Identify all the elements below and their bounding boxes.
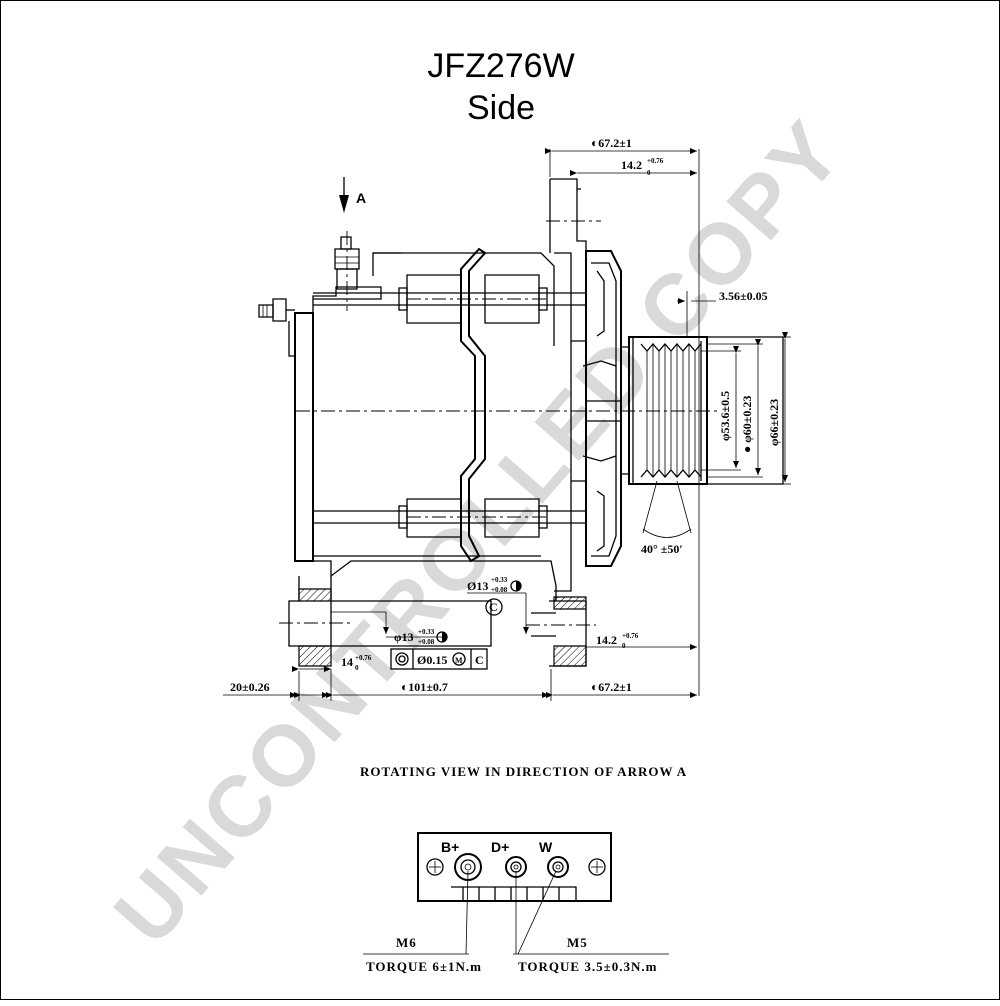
dim-bottom-left: 20±0.26 xyxy=(230,680,270,694)
dim-hole-c-tol-up: +0.33 xyxy=(491,576,508,584)
dim-top-flange-tol: +0.76 xyxy=(647,157,664,165)
dim-pulley-offset: 3.56±0.05 xyxy=(719,289,768,303)
drawing-title: JFZ276W xyxy=(427,47,574,85)
dim-groove-angle: 40° ±50′ xyxy=(641,542,683,556)
dim-hole-left-tol-low: +0.08 xyxy=(418,638,435,646)
dim-bottom-mid: ◐101±0.7 xyxy=(401,680,448,694)
tie-rod-upper xyxy=(313,274,586,324)
feature-control-frame: Ø0.15 M C xyxy=(390,648,488,670)
m6-torque: TORQUE 6±1N.m xyxy=(366,959,482,974)
dim-right-foot-tol-low: 0 xyxy=(622,642,626,650)
terminal-screw-2 xyxy=(588,858,606,876)
dim-top-flange: 14.2 xyxy=(621,158,642,172)
dim-bottom-right: ◐67.2±1 xyxy=(591,680,632,694)
view-arrow-a: A xyxy=(339,177,366,213)
dim-pulley-d3: φ66±0.23 xyxy=(767,399,781,446)
terminal-label-b-plus: B+ xyxy=(441,839,459,855)
dim-top-overall: ◐67.2±1 xyxy=(591,136,632,150)
dim-hole-left-tol-up: +0.33 xyxy=(418,628,435,636)
dimension-lines: ◐67.2±1 14.2 +0.76 0 3.56±0.05 φ53.6±0.5… xyxy=(223,136,791,701)
m5-label: M5 xyxy=(567,935,588,950)
datum-c-symbol: C xyxy=(489,600,498,614)
fcf-datum: C xyxy=(475,653,484,667)
dim-top-flange-tol-low: 0 xyxy=(647,169,651,177)
terminal-w xyxy=(547,856,569,878)
mounting-foot-right xyxy=(526,596,596,667)
dim-right-foot-tol: +0.76 xyxy=(622,632,639,640)
dim-right-foot: 14.2 xyxy=(596,633,617,647)
alternator-side-view xyxy=(258,178,784,667)
rotating-view-caption: ROTATING VIEW IN DIRECTION OF ARROW A xyxy=(360,764,687,779)
mounting-foot-left xyxy=(279,576,351,667)
dim-foot-left-tol: +0.76 xyxy=(355,654,372,662)
dim-pulley-d1: φ53.6±0.5 xyxy=(718,391,732,441)
drawing-subtitle: Side xyxy=(467,89,535,127)
dim-hole-left: φ13 xyxy=(394,630,414,644)
view-arrow-label: A xyxy=(356,190,366,206)
terminal-view: B+ D+ W M6 TORQUE 6±1N.m M5 TORQUE 3.5±0… xyxy=(363,832,669,974)
dim-foot-left-tol-low: 0 xyxy=(355,664,359,672)
dim-hole-c-tol-low: +0.08 xyxy=(491,586,508,594)
m5-torque: TORQUE 3.5±0.3N.m xyxy=(518,959,657,974)
dim-foot-left: 14 xyxy=(341,655,353,669)
terminal-label-w: W xyxy=(539,839,553,855)
m6-label: M6 xyxy=(396,935,417,950)
dim-hole-c: Ø13 xyxy=(467,579,488,593)
pulley xyxy=(621,336,784,485)
fcf-value: Ø0.15 xyxy=(417,653,447,667)
terminal-label-d-plus: D+ xyxy=(491,839,509,855)
dim-pulley-d2: ● φ60±0.23 xyxy=(740,396,754,453)
terminal-screw-1 xyxy=(426,858,444,876)
fcf-modifier: M xyxy=(455,656,463,665)
